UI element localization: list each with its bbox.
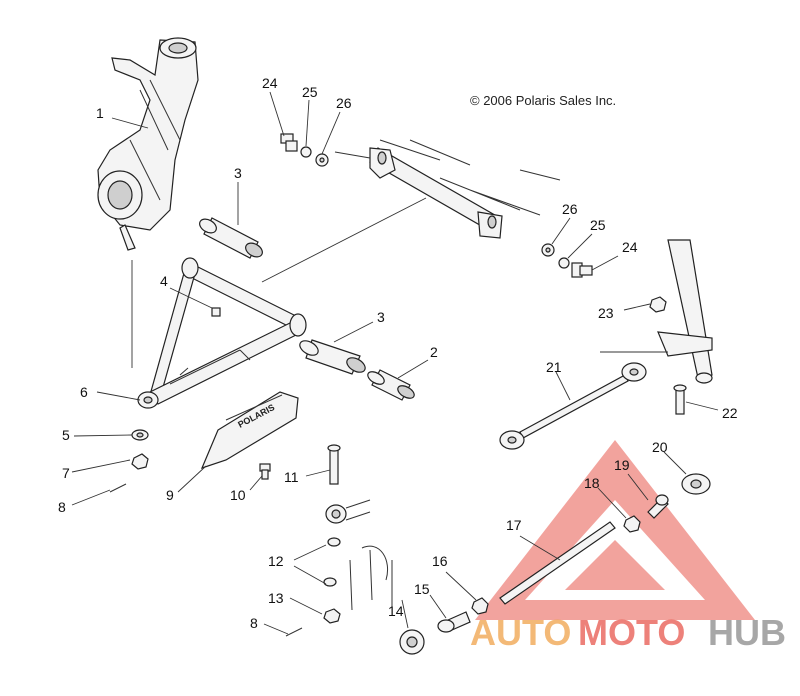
cotter-pin-8-lower <box>285 627 303 637</box>
pivot-tube-lower <box>299 339 366 375</box>
washer-26-right <box>541 243 555 257</box>
watermark-text: AUTO MOTO HUB <box>470 612 786 653</box>
bolt-11 <box>327 444 341 485</box>
washer-25-upper <box>300 146 312 158</box>
pivot-tube-upper <box>199 217 263 259</box>
callout-26b: 26 <box>562 201 578 217</box>
washer-25-right <box>558 257 570 269</box>
callout-11: 11 <box>284 469 299 485</box>
nut-23 <box>649 296 667 313</box>
callout-3a: 3 <box>234 165 242 181</box>
bolt-24-right <box>571 262 593 278</box>
screw-10 <box>259 463 271 480</box>
callout-14: 14 <box>388 603 404 619</box>
callout-23: 23 <box>598 305 614 321</box>
bolt-22 <box>673 384 687 415</box>
a-arm <box>137 257 307 409</box>
rod-end-14 <box>399 629 425 655</box>
a-arm-guard: POLARIS <box>200 391 299 469</box>
callout-24b: 24 <box>622 239 638 255</box>
bushing <box>367 369 415 401</box>
bolt-24-upper <box>280 133 298 152</box>
washer-12 <box>323 537 341 587</box>
callout-22: 22 <box>722 405 738 421</box>
watermark-auto: AUTO <box>470 612 571 653</box>
watermark-moto: MOTO <box>578 612 685 653</box>
nut-7 <box>131 453 149 470</box>
steering-post <box>657 239 713 384</box>
callout-4: 4 <box>160 273 168 289</box>
callout-10: 10 <box>230 487 246 503</box>
cotter-pin-8-upper <box>109 483 127 493</box>
callout-1: 1 <box>96 105 104 121</box>
callout-13: 13 <box>268 590 284 606</box>
callout-8b: 8 <box>250 615 258 631</box>
callout-19: 19 <box>614 457 630 473</box>
callout-15: 15 <box>414 581 430 597</box>
rod-end-19 <box>647 494 669 519</box>
callout-12: 12 <box>268 553 284 569</box>
callout-25a: 25 <box>302 84 318 100</box>
jam-nut-18 <box>623 515 641 533</box>
frame-crossmember <box>369 139 561 239</box>
rod-end-20 <box>681 473 711 495</box>
rod-end-15 <box>437 611 471 633</box>
callout-6: 6 <box>80 384 88 400</box>
callout-2: 2 <box>430 344 438 360</box>
callout-26a: 26 <box>336 95 352 111</box>
callout-16: 16 <box>432 553 448 569</box>
jam-nut-16 <box>471 597 489 615</box>
callout-21: 21 <box>546 359 562 375</box>
tie-rod-21 <box>499 362 647 450</box>
callout-25b: 25 <box>590 217 606 233</box>
knuckle-lower-sketch <box>349 545 393 611</box>
callout-7: 7 <box>62 465 70 481</box>
tie-rod-17 <box>499 521 616 605</box>
steering-knuckle <box>97 37 199 251</box>
callout-24a: 24 <box>262 75 278 91</box>
copyright-notice: © 2006 Polaris Sales Inc. <box>470 93 616 108</box>
callout-18: 18 <box>584 475 600 491</box>
callout-9: 9 <box>166 487 174 503</box>
nut-13 <box>323 608 341 624</box>
watermark-hub: HUB <box>708 612 786 653</box>
callout-8a: 8 <box>58 499 66 515</box>
leader-lines <box>71 91 719 635</box>
callout-labels: 1 2 3 3 4 5 6 7 8 8 9 10 11 12 13 14 15 … <box>58 75 738 631</box>
bracket-arm-end <box>325 499 371 524</box>
washer-5 <box>131 429 149 441</box>
callout-3b: 3 <box>377 309 385 325</box>
callout-5: 5 <box>62 427 70 443</box>
callout-17: 17 <box>506 517 522 533</box>
washer-26-upper <box>315 153 329 167</box>
callout-20: 20 <box>652 439 668 455</box>
